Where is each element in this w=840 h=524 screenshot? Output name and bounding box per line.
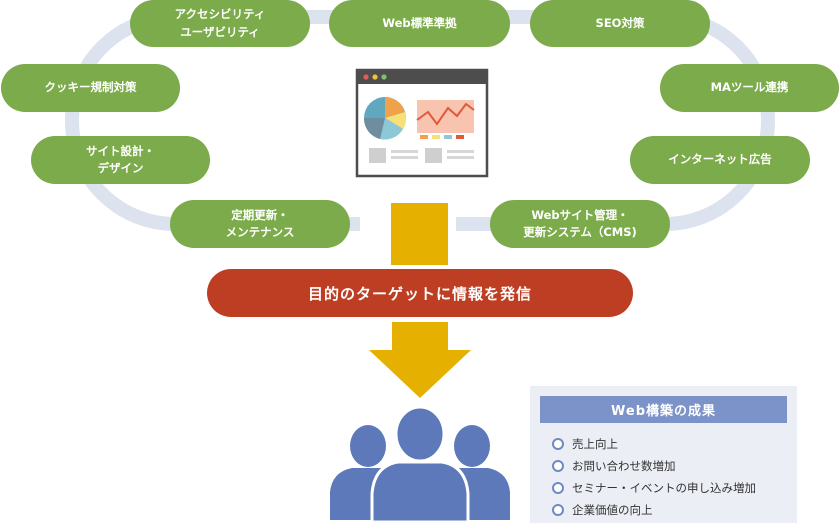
result-item: 企業価値の向上	[552, 499, 756, 521]
result-item: セミナー・イベントの申し込み増加	[552, 477, 756, 499]
circle-bullet-icon	[552, 504, 564, 516]
item-web-standards: Web標準準拠	[329, 0, 510, 47]
circle-bullet-icon	[552, 482, 564, 494]
people-group-icon	[330, 405, 510, 524]
circle-bullet-icon	[552, 438, 564, 450]
result-item-label: セミナー・イベントの申し込み増加	[572, 481, 756, 495]
down-arrow	[369, 322, 471, 398]
main-banner: 目的のターゲットに情報を発信	[207, 269, 633, 317]
results-title: Web構築の成果	[540, 396, 787, 423]
browser-window-icon	[355, 68, 489, 178]
item-maintenance: 定期更新・ メンテナンス	[170, 200, 350, 248]
result-item-label: 売上向上	[572, 437, 618, 451]
item-seo: SEO対策	[530, 0, 710, 47]
item-cookie: クッキー規制対策	[1, 64, 180, 112]
item-internet-ads: インターネット広告	[630, 136, 810, 184]
circle-bullet-icon	[552, 460, 564, 472]
item-accessibility: アクセシビリティ ユーザビリティ	[130, 0, 310, 47]
item-site-design: サイト設計・ デザイン	[31, 136, 210, 184]
item-cms: Webサイト管理・ 更新システム（CMS)	[490, 200, 670, 248]
item-ma-tools: MAツール連携	[660, 64, 839, 112]
results-panel: Web構築の成果 売上向上 お問い合わせ数増加 セミナー・イベントの申し込み増加…	[530, 386, 797, 523]
connector-block	[391, 203, 448, 265]
result-item: お問い合わせ数増加	[552, 455, 756, 477]
result-item: 売上向上	[552, 433, 756, 455]
results-list: 売上向上 お問い合わせ数増加 セミナー・イベントの申し込み増加 企業価値の向上	[552, 433, 756, 521]
result-item-label: 企業価値の向上	[572, 503, 653, 517]
result-item-label: お問い合わせ数増加	[572, 459, 676, 473]
